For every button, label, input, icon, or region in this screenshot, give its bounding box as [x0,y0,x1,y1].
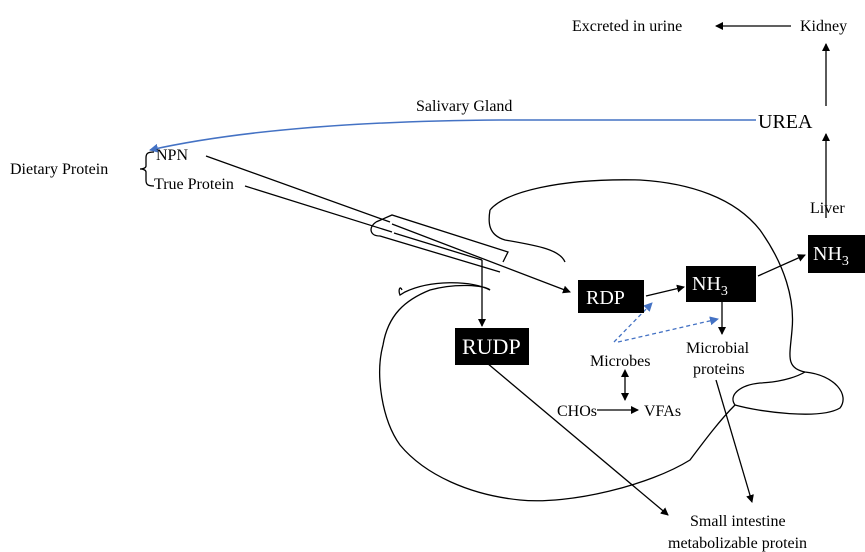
esophagus-upper [375,214,509,263]
excreted-label: Excreted in urine [572,18,682,35]
nh3-rumen-base: NH [692,273,721,295]
nh3-rumen-box [686,266,756,302]
rudp-box [455,328,529,365]
dietary-protein-brace [139,151,155,187]
nh3-rumen-box-label: NH3 [692,273,728,299]
dashed-microbes-to-nh3 [617,316,719,343]
small-intestine-label-2: metabolizable protein [668,535,807,552]
nh3-liver-base: NH [813,243,842,265]
rumen-outline [379,179,844,502]
arrow-rudp-to-small-intestine [486,362,669,516]
nh3-rumen-subscript: 3 [721,284,728,299]
npn-label: NPN [156,147,188,164]
esophagus-lower [370,221,501,273]
salivary-gland-label: Salivary Gland [416,98,512,115]
liver-label: Liver [810,200,845,217]
rumen-fold [732,371,806,406]
vfas-label: VFAs [644,403,681,420]
true-protein-line [244,185,483,261]
true-protein-label: True Protein [154,176,234,193]
urea-label: UREA [758,111,813,133]
microbial-proteins-label-1: Microbial [686,340,750,357]
arrow-nh3-rumen-to-liver [757,254,806,277]
rdp-box [578,280,644,313]
dietary-protein-label: Dietary Protein [10,161,108,178]
rudp-box-label: RUDP [462,334,521,359]
arrow-rdp-to-nh3 [645,284,685,297]
dashed-microbes-to-rdp [613,302,653,343]
chos-label: CHOs [557,403,597,420]
kidney-label: Kidney [800,18,847,35]
rdp-box-label: RDP [586,287,625,309]
nh3-liver-box-label: NH3 [813,243,849,269]
salivary-recycle-arrow [149,119,756,153]
arrow-microbial-to-small-intestine [715,379,754,503]
nh3-liver-subscript: 3 [842,254,849,269]
nh3-liver-box [808,235,865,273]
microbes-label: Microbes [590,353,650,370]
small-intestine-label-1: Small intestine [690,513,786,530]
npn-line [205,155,570,292]
microbial-proteins-label-2: proteins [693,361,745,378]
